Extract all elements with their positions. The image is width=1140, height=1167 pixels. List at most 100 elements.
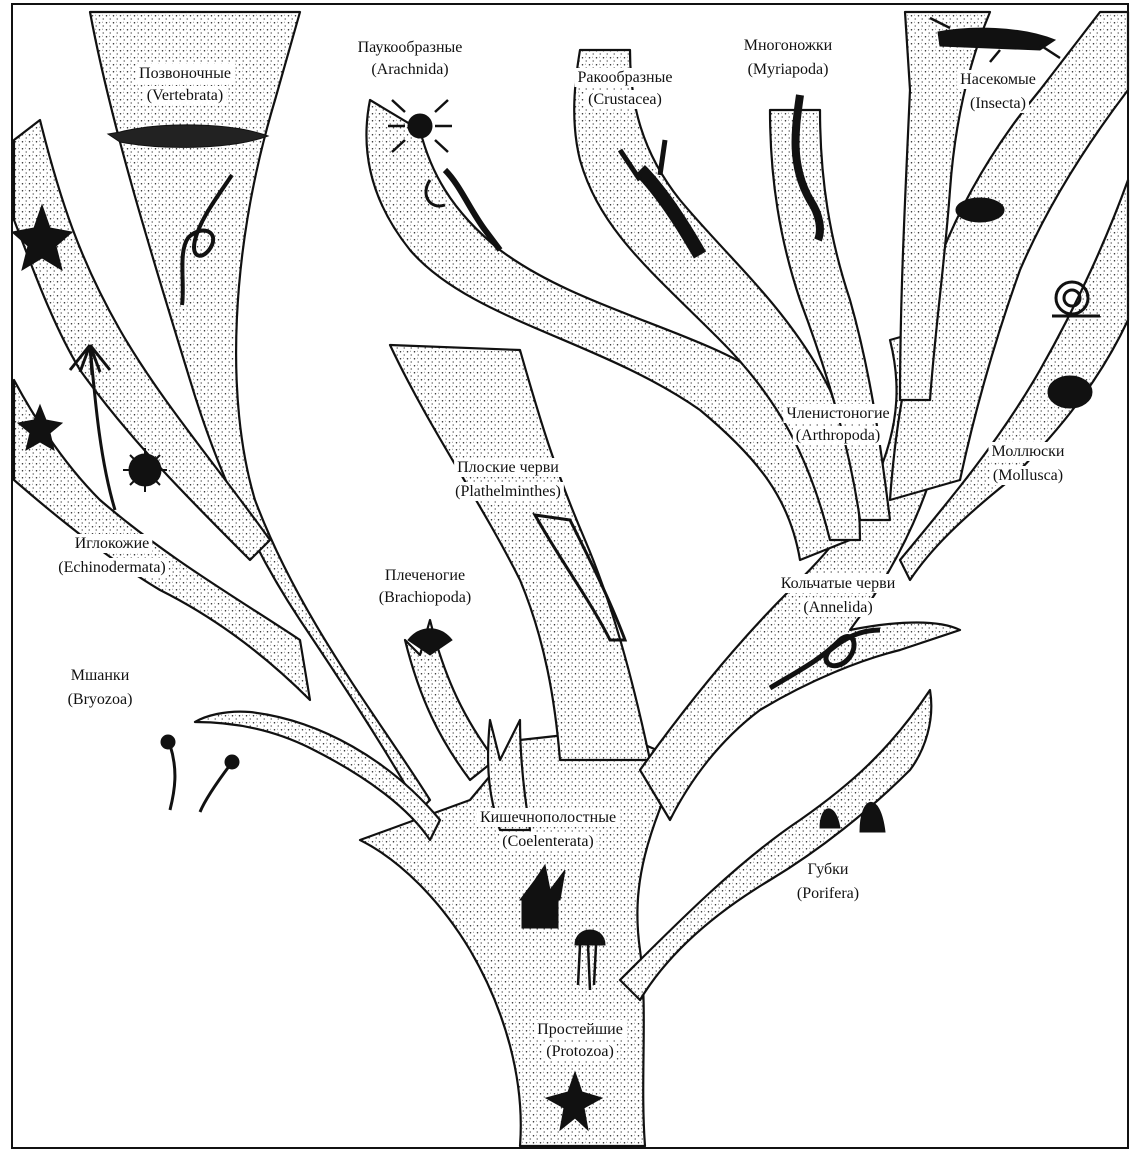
label-crustacea: Ракообразные (Crustacea) — [574, 68, 676, 109]
label-background — [792, 426, 884, 445]
label-background — [744, 60, 832, 79]
label-annelida: Кольчатые черви (Annelida) — [777, 574, 899, 617]
taxon-name: Ракообразные — [578, 69, 673, 86]
taxon-name: Паукообразные — [358, 39, 463, 56]
taxon-name: Насекомые — [960, 71, 1036, 88]
label-mollusca: Моллюски (Mollusca) — [988, 442, 1068, 485]
label-vertebrata: Позвоночные (Vertebrata) — [136, 64, 234, 105]
flatworm-icon — [532, 513, 628, 642]
taxon-latin: (Mollusca) — [993, 467, 1063, 484]
branch-coelenterata-left — [486, 718, 532, 832]
label-background — [740, 36, 836, 55]
scorpion-icon — [424, 167, 503, 252]
taxon-latin: (Echinodermata) — [58, 559, 166, 576]
label-background — [543, 1042, 617, 1061]
taxon-name: Позвоночные — [139, 65, 231, 82]
label-porifera: Губки (Porifera) — [793, 860, 863, 903]
crayfish-icon — [617, 139, 707, 259]
taxon-name: Простейшие — [537, 1021, 623, 1038]
label-background — [793, 884, 863, 903]
label-background — [354, 38, 466, 57]
label-background — [777, 574, 899, 593]
label-background — [67, 666, 133, 685]
sea-urchin-icon — [123, 448, 167, 492]
branch-porifera — [618, 688, 933, 1002]
taxon-latin: (Arthropoda) — [796, 427, 880, 444]
label-arthropoda: Членистоногие (Arthropoda) — [783, 404, 893, 445]
taxon-labels: Позвоночные (Vertebrata) Паукообразные (… — [55, 36, 1068, 1061]
label-brachiopoda: Плеченогие (Brachiopoda) — [375, 566, 475, 607]
taxon-name: Мшанки — [71, 667, 130, 684]
taxon-latin: (Plathelminthes) — [455, 483, 561, 500]
earthworm-icon — [768, 627, 881, 691]
taxon-latin: (Arachnida) — [371, 61, 448, 78]
clam-icon — [1047, 375, 1093, 409]
taxon-name: Плоские черви — [457, 459, 559, 476]
sea-anemone-icon — [519, 863, 566, 929]
taxon-latin: (Insecta) — [970, 95, 1026, 112]
label-myriapoda: Многоножки (Myriapoda) — [740, 36, 836, 79]
protozoan-icon — [544, 1070, 604, 1132]
label-background — [967, 94, 1029, 113]
spider-icon — [388, 99, 452, 153]
beetle-icon — [955, 197, 1005, 223]
sponge-icon — [819, 801, 886, 833]
label-background — [957, 70, 1039, 89]
taxon-latin: (Bryozoa) — [68, 691, 133, 708]
tree-branches — [12, 10, 1130, 1148]
branch-insecta-left — [898, 10, 992, 402]
label-background — [64, 690, 136, 709]
label-bryozoa: Мшанки (Bryozoa) — [64, 666, 136, 709]
label-background — [804, 860, 852, 879]
label-background — [55, 558, 169, 577]
taxon-name: Кишечнополостные — [480, 809, 616, 826]
taxon-latin: (Annelida) — [803, 599, 872, 616]
taxon-name: Моллюски — [992, 443, 1065, 460]
taxon-latin: (Crustacea) — [588, 91, 662, 108]
taxon-latin: (Myriapoda) — [748, 61, 829, 78]
taxon-name: Губки — [808, 861, 849, 878]
taxon-name: Иглокожие — [75, 535, 150, 552]
label-arachnida: Паукообразные (Arachnida) — [354, 38, 466, 79]
label-background — [136, 64, 234, 83]
label-background — [71, 534, 153, 553]
centipede-icon — [791, 94, 824, 242]
crinoid-icon — [68, 344, 117, 511]
taxon-latin: (Coelenterata) — [502, 833, 594, 850]
grasshopper-icon — [929, 16, 1061, 63]
branch-echinodermata-upper — [12, 118, 272, 562]
branch-plathelminthes — [388, 343, 652, 762]
label-background — [585, 90, 665, 109]
branch-echinodermata — [12, 378, 312, 702]
taxon-name: Плеченогие — [385, 567, 465, 584]
branch-bryozoa — [193, 710, 442, 842]
taxon-name: Членистоногие — [786, 405, 889, 422]
label-background — [476, 808, 620, 827]
taxon-latin: (Porifera) — [797, 885, 859, 902]
branch-vertebrata — [88, 10, 432, 812]
organism-illustrations — [10, 16, 1100, 1132]
taxon-name: Многоножки — [744, 37, 833, 54]
jellyfish-icon — [574, 929, 606, 991]
label-coelenterata: Кишечнополостные (Coelenterata) — [476, 808, 620, 851]
label-background — [368, 60, 452, 79]
brachiopod-shell-icon — [407, 628, 453, 656]
bryozoan-colony-icon — [160, 734, 240, 813]
starfish-small-icon — [16, 403, 64, 452]
taxon-name: Кольчатые черви — [781, 575, 896, 592]
label-background — [452, 482, 564, 501]
snail-icon — [1052, 280, 1100, 318]
taxon-latin: (Brachiopoda) — [379, 589, 471, 606]
label-plathelminthes: Плоские черви (Plathelminthes) — [452, 458, 564, 501]
label-background — [534, 1020, 626, 1039]
label-background — [783, 404, 893, 423]
figure-border — [11, 3, 1129, 1149]
label-background — [143, 86, 227, 105]
fish-icon — [106, 124, 270, 148]
label-background — [381, 566, 469, 585]
starfish-icon — [10, 203, 74, 272]
label-background — [989, 466, 1067, 485]
label-background — [499, 832, 597, 851]
label-background — [454, 458, 563, 477]
